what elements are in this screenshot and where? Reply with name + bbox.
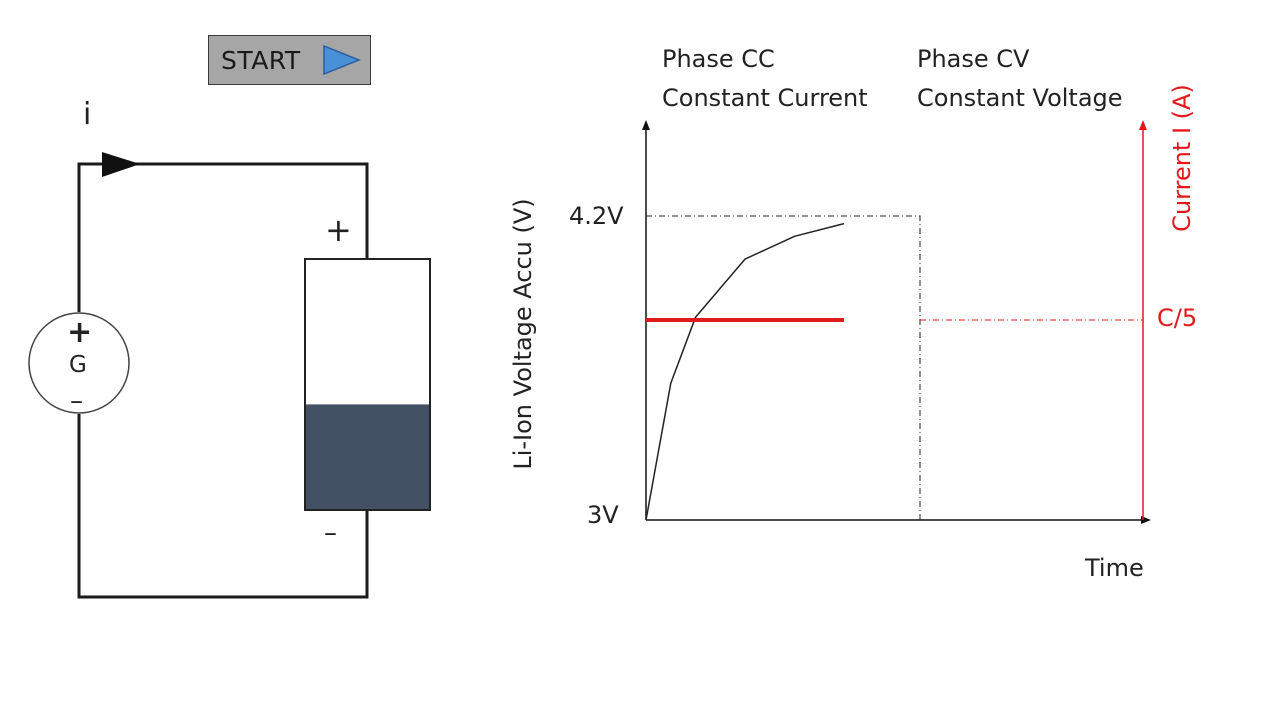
y-axis-left-arrow-icon [642,120,650,130]
voltage-series-line [645,222,845,521]
y-tick-label-4.2v: 4.2V [569,202,624,230]
phase-cc-title: Phase CC Constant Current [662,40,868,118]
guide-line-4.2v [646,215,921,520]
y-tick-label-3v: 3V [587,501,619,529]
y-axis-right-arrow-icon [1139,120,1147,130]
y-axis-left-label: Li-Ion Voltage Accu (V) [509,198,537,470]
generator-circle [28,312,130,414]
generator-plus: + [67,315,93,350]
current-arrow-icon [102,152,140,177]
battery-plus: + [325,211,352,249]
battery-charge-fill [306,404,429,509]
current-label: i [83,97,92,132]
start-button-label: START [221,45,301,75]
x-axis-label: Time [1085,554,1144,582]
circuit-wire [77,162,369,599]
battery-minus: – [324,518,337,548]
phase-cv-line2: Constant Voltage [917,84,1123,112]
phase-cc-line1: Phase CC [662,45,775,73]
generator-label: G [69,352,87,378]
generator-minus: – [70,386,83,416]
start-button[interactable]: START [208,35,371,85]
y-axis-right-label: Current I (A) [1168,84,1196,232]
phase-cv-title: Phase CV Constant Voltage [917,40,1123,118]
play-triangle-icon [323,44,361,76]
phase-cc-line2: Constant Current [662,84,868,112]
y-right-tick-label-c5: C/5 [1157,304,1198,332]
phase-cv-line1: Phase CV [917,45,1030,73]
